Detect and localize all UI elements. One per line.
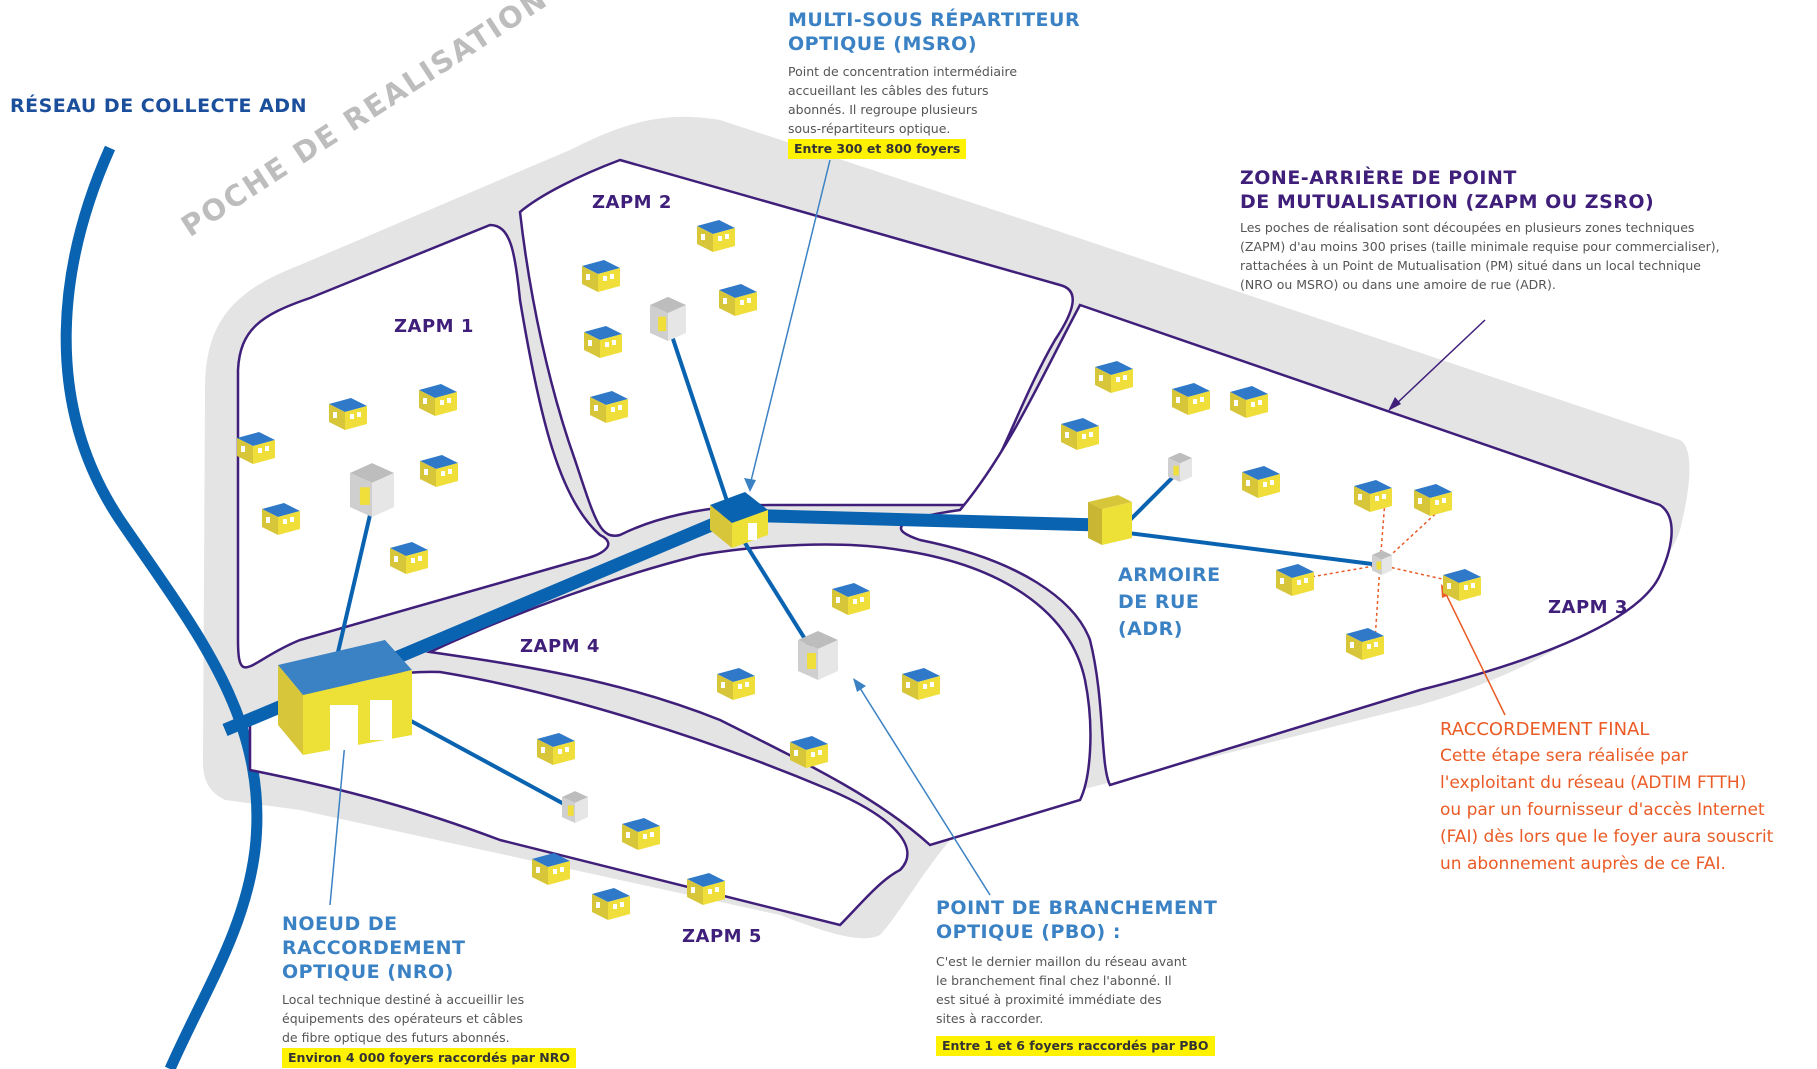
pbo-title-line1: POINT DE BRANCHEMENT [936,897,1218,919]
branch-lines [333,329,1381,812]
house-icon [262,503,300,535]
pbo-box-icon [1168,452,1192,482]
house-icon [1276,564,1314,596]
zapm1-label: ZAPM 1 [394,316,474,337]
house-icon [537,733,575,765]
nro-title-line1: NOEUD DE [282,913,398,935]
house-icon [687,873,725,905]
zapm5-label: ZAPM 5 [682,926,762,947]
house-icon [1172,383,1210,415]
nro-desc-line: de fibre optique des futurs abonnés. [282,1030,510,1045]
pbo-box-icon [350,463,394,517]
zapm-desc-line: (ZAPM) d'au moins 300 prises (taille min… [1240,239,1720,254]
pbo-box-icon [562,791,588,823]
pbo-box-icon [1372,550,1392,575]
final-line: un abonnement auprès de ce FAI. [1440,854,1726,874]
house-icon [1242,466,1280,498]
nro-annotation: NOEUD DE RACCORDEMENT OPTIQUE (NRO) Loca… [282,912,602,1068]
house-icon [419,384,457,416]
nro-desc-line: équipements des opérateurs et câbles [282,1011,523,1026]
houses [237,220,1481,920]
house-icon [390,542,428,574]
house-icon [1346,628,1384,660]
pbo-box-icon [650,296,686,341]
msro-building [710,492,768,548]
final-line: (FAI) dès lors que le foyer aura souscri… [1440,827,1774,847]
house-icon [717,668,755,700]
house-icon [590,391,628,423]
house-icon [719,284,757,316]
pbo-desc-line: sites à raccorder. [936,1011,1044,1026]
final-annotation: RACCORDEMENT FINAL Cette étape sera réal… [1440,716,1810,878]
house-icon [237,432,275,464]
pbo-title-line2: OPTIQUE (PBO) : [936,921,1121,943]
house-icon [697,220,735,252]
collecte-network-line [60,145,263,1069]
final-line: l'exploitant du réseau (ADTIM FTTH) [1440,773,1747,793]
zapm3-label: ZAPM 3 [1548,597,1628,618]
house-icon [584,326,622,358]
house-icon [420,455,458,487]
zapm2-label: ZAPM 2 [592,192,672,213]
network-title: RÉSEAU DE COLLECTE ADN [10,95,307,117]
pbo-box-icon [798,631,838,680]
house-icon [1061,418,1099,450]
adr-line1: ARMOIRE [1118,564,1221,586]
nro-highlight: Environ 4 000 foyers raccordés par NRO [282,1048,576,1068]
house-icon [622,818,660,850]
zapm-desc-line: rattachées à un Point de Mutualisation (… [1240,258,1701,273]
nro-building [278,640,412,755]
zapm-title-line2: DE MUTUALISATION (ZAPM OU ZSRO) [1240,191,1655,213]
pbo-highlight: Entre 1 et 6 foyers raccordés par PBO [936,1036,1215,1056]
pbo-boxes [350,296,1392,823]
pbo-desc-line: le branchement final chez l'abonné. Il [936,973,1172,988]
final-line: ou par un fournisseur d'accès Internet [1440,800,1765,820]
msro-title-line1: MULTI-SOUS RÉPARTITEUR [788,9,1081,31]
msro-highlight: Entre 300 et 800 foyers [788,139,967,159]
pbo-desc-line: est situé à proximité immédiate des [936,992,1162,1007]
nro-title-line3: OPTIQUE (NRO) [282,961,454,983]
adr-annotation: ARMOIRE DE RUE (ADR) [1118,562,1221,643]
adr-cabinet [1088,495,1132,545]
zapm-annotation: ZONE-ARRIÈRE DE POINT DE MUTUALISATION (… [1240,166,1800,294]
house-icon [832,583,870,615]
zapm4-outline [425,543,1092,847]
nro-title-line2: RACCORDEMENT [282,937,466,959]
msro-desc-line: accueillant les câbles des futurs [788,83,989,98]
pbo-annotation: POINT DE BRANCHEMENT OPTIQUE (PBO) : C'e… [936,896,1256,1056]
zapm1-outline [236,223,610,669]
zapm4-label: ZAPM 4 [520,636,600,657]
house-icon [1095,361,1133,393]
house-icon [582,260,620,292]
house-icon [329,398,367,430]
final-title: RACCORDEMENT FINAL [1440,719,1650,740]
msro-title-line2: OPTIQUE (MSRO) [788,33,978,55]
zapm-desc-line: Les poches de réalisation sont découpées… [1240,220,1695,235]
house-icon [790,736,828,768]
house-icon [532,853,570,885]
msro-annotation: MULTI-SOUS RÉPARTITEUR OPTIQUE (MSRO) Po… [788,8,1108,159]
house-icon [1230,386,1268,418]
house-icon [1414,484,1452,516]
final-line: Cette étape sera réalisée par [1440,746,1689,766]
house-icon [902,668,940,700]
msro-desc-line: sous-répartiteurs optique. [788,121,951,136]
pbo-desc-line: C'est le dernier maillon du réseau avant [936,954,1187,969]
msro-desc-line: Point de concentration intermédiaire [788,64,1018,79]
house-icon [592,888,630,920]
msro-desc-line: abonnés. Il regroupe plusieurs [788,102,978,117]
adr-line2: DE RUE [1118,591,1200,613]
zapm-title-line1: ZONE-ARRIÈRE DE POINT [1240,167,1517,189]
house-icon [1354,480,1392,512]
adr-line3: (ADR) [1118,618,1183,640]
zapm-desc-line: (NRO ou MSRO) ou dans une amoire de rue … [1240,277,1556,292]
house-icon [1443,569,1481,601]
nro-desc-line: Local technique destiné à accueillir les [282,992,525,1007]
